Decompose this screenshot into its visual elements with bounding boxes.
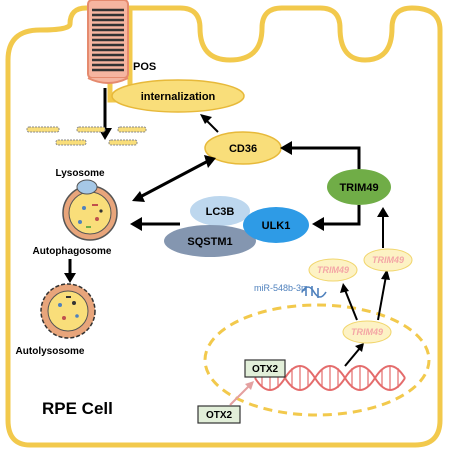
trim49-mrna-left [308,258,358,282]
sqstm1-label: SQSTM1 [187,236,232,248]
cell-membrane [5,5,443,448]
pos-label: POS [133,61,156,73]
trim49-protein-node [327,169,391,205]
autophagosome [62,179,118,241]
pos-stack [87,0,129,84]
otx2-inner-box [244,359,286,378]
trim49-mrna-nucleus [342,320,392,344]
trim49-mrna-left-label: TRIM49 [317,265,349,275]
autolysosome [40,283,96,339]
autophagosome-label: Autophagosome [33,246,112,257]
internalization-label: internalization [141,91,216,103]
lc3b-label: LC3B [206,206,235,218]
trim49-mrna-right-label: TRIM49 [372,255,404,265]
otx2-outer-box [197,405,241,424]
mirna-label: miR-548b-3p [254,283,306,293]
cell-label: RPE Cell [42,399,113,418]
autolysosome-label: Autolysosome [16,346,85,357]
pos-fragments [26,126,147,146]
lc3b-node [190,196,250,226]
lysosome-label: Lysosome [55,168,105,179]
trim49-mrna-right [363,248,413,272]
mirna-strand [301,286,327,298]
ulk1-label: ULK1 [262,220,291,232]
cd36-label: CD36 [229,143,257,155]
otx2-inner-label: OTX2 [252,364,279,375]
trim49-mrna-nucleus-label: TRIM49 [351,327,383,337]
nucleus [203,303,431,417]
otx2-outer-label: OTX2 [206,410,233,421]
internalization-node [111,79,245,113]
ulk1-node [243,207,309,243]
sqstm1-node [164,225,256,257]
trim49-protein-label: TRIM49 [339,182,378,194]
